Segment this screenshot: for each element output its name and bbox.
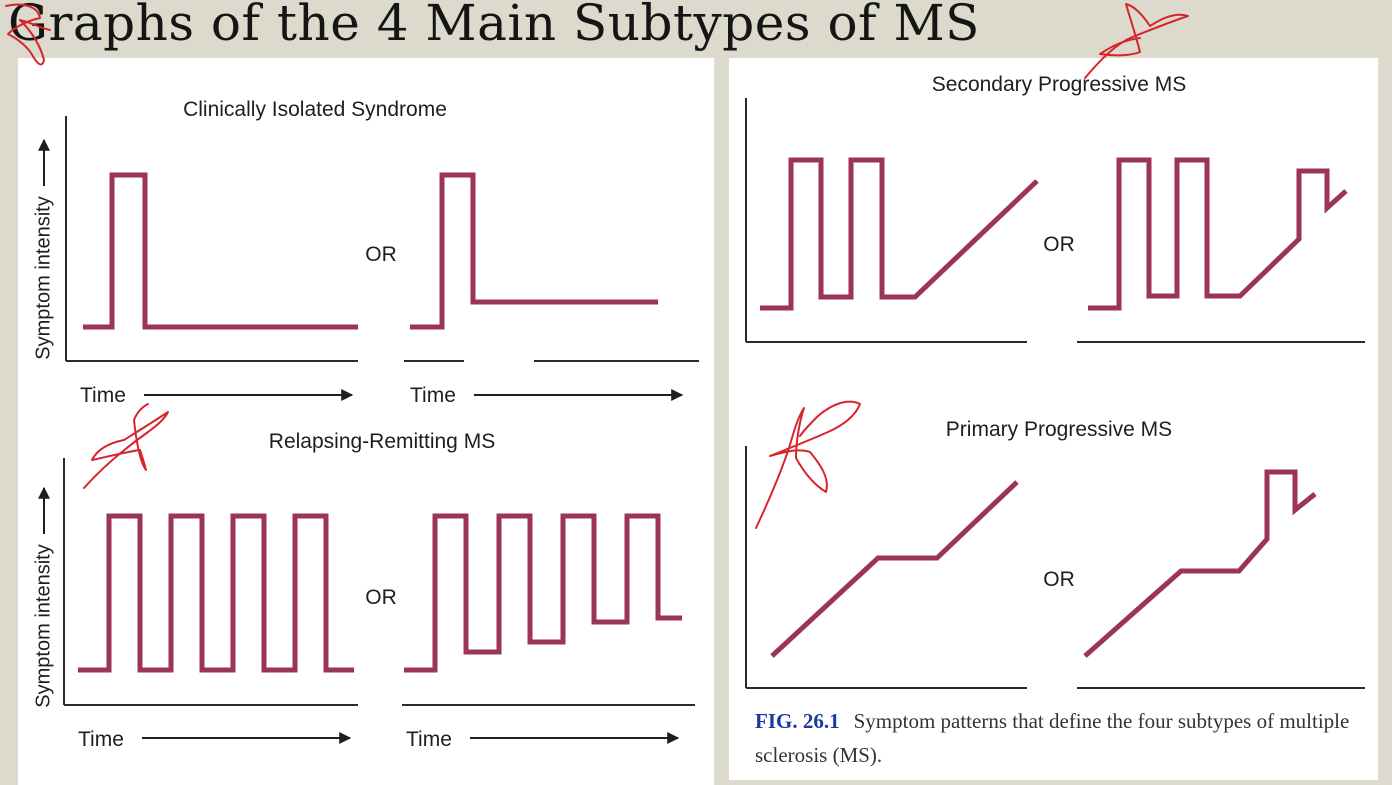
- rrms-x-label-right: Time: [406, 728, 452, 751]
- ppms-title: Primary Progressive MS: [946, 418, 1172, 441]
- figure-label: FIG. 26.1: [755, 709, 840, 733]
- spms-title: Secondary Progressive MS: [932, 73, 1186, 96]
- cis-title: Clinically Isolated Syndrome: [183, 98, 447, 121]
- ppms-trace-right: [1083, 469, 1317, 658]
- figure-panel-right: Secondary Progressive MS OR Primary Prog…: [729, 58, 1378, 780]
- spms-trace-right: [1088, 157, 1348, 311]
- rrms-or-label: OR: [365, 586, 397, 609]
- ppms-or-label: OR: [1043, 568, 1075, 591]
- rrms-chart: Relapsing-Remitting MS Symptom intensity…: [32, 430, 695, 751]
- rrms-trace-left: [78, 513, 354, 673]
- figure-panel-left: Clinically Isolated Syndrome Symptom int…: [18, 58, 714, 785]
- ppms-trace-left: [770, 480, 1019, 658]
- cis-trace-left: [83, 172, 358, 330]
- right-graphs: Secondary Progressive MS OR Primary Prog…: [745, 73, 1365, 689]
- ppms-chart: Primary Progressive MS OR: [745, 418, 1365, 689]
- figure-caption-text: Symptom patterns that define the four su…: [755, 709, 1350, 767]
- spms-trace-left: [760, 157, 1039, 311]
- left-graphs: Clinically Isolated Syndrome Symptom int…: [32, 98, 699, 751]
- cis-trace-right: [410, 172, 658, 330]
- spms-chart: Secondary Progressive MS OR: [745, 73, 1365, 343]
- cis-x-label-left: Time: [80, 384, 126, 407]
- cis-x-label-right: Time: [410, 384, 456, 407]
- cis-chart: Clinically Isolated Syndrome Symptom int…: [32, 98, 699, 407]
- rrms-title: Relapsing-Remitting MS: [269, 430, 495, 453]
- rrms-y-axis-label: Symptom intensity: [32, 486, 54, 708]
- slide-title: Graphs of the 4 Main Subtypes of MS: [8, 0, 980, 52]
- cis-or-label: OR: [365, 243, 397, 266]
- spms-or-label: OR: [1043, 233, 1075, 256]
- svg-text:Symptom intensity: Symptom intensity: [32, 544, 54, 707]
- svg-text:Symptom intensity: Symptom intensity: [32, 196, 54, 359]
- cis-y-axis-label: Symptom intensity: [32, 138, 54, 360]
- rrms-x-label-left: Time: [78, 728, 124, 751]
- rrms-trace-right: [404, 513, 682, 673]
